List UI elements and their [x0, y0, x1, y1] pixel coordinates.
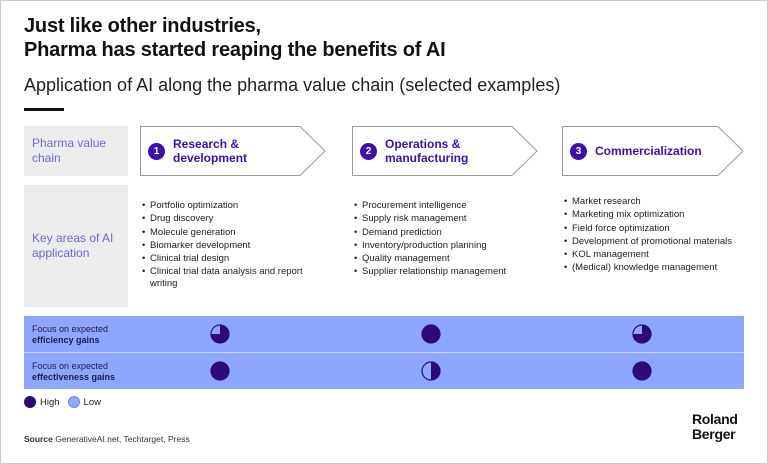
- list-item: Market research: [564, 196, 740, 208]
- list-item: Supplier relationship management: [354, 266, 530, 278]
- harvey-ball-base: [210, 361, 230, 381]
- stage-number-badge: 1: [148, 142, 165, 160]
- stage-operations: 2 Operations & manufacturing: [352, 126, 538, 176]
- list-item: Clinical trial data analysis and report …: [142, 266, 318, 289]
- harvey-ball-fill: [431, 362, 440, 380]
- list-item: Demand prediction: [354, 227, 530, 239]
- roland-berger-logo: Roland Berger: [692, 412, 738, 442]
- list-item: Field force optimization: [564, 223, 740, 235]
- source-note: Source GenerativeAI.net, Techtarget, Pre…: [24, 434, 190, 444]
- harvey-ball-icon: [421, 324, 441, 344]
- chevron-shape: [562, 126, 744, 176]
- efficiency-band-label: Focus on expected efficiency gains: [32, 324, 108, 346]
- harvey-ball-icon: [632, 361, 652, 381]
- efficiency-prefix: Focus on expected: [32, 324, 109, 334]
- title-line-2: Pharma has started reaping the benefits …: [24, 39, 446, 61]
- list-item: Molecule generation: [142, 227, 318, 239]
- legend-low-label: Low: [83, 396, 101, 408]
- key-areas-label: Key areas of AI application: [24, 185, 128, 307]
- effectiveness-bold: effectiveness gains: [32, 372, 116, 382]
- stage-name: Operations & manufacturing: [385, 137, 469, 165]
- source-label: Source: [24, 434, 53, 444]
- list-item: KOL management: [564, 249, 740, 261]
- operations-ai-list: Procurement intelligence Supply risk man…: [354, 200, 530, 280]
- legend-high: High: [24, 396, 60, 408]
- chevron-shape: [352, 126, 538, 176]
- legend: High Low: [24, 396, 109, 408]
- efficiency-band: Focus on expected efficiency gains: [24, 316, 744, 352]
- effectiveness-prefix: Focus on expected: [32, 361, 109, 371]
- stage-number-badge: 2: [360, 142, 377, 160]
- stage-commercialization: 3 Commercialization: [562, 126, 744, 176]
- list-item: Procurement intelligence: [354, 200, 530, 212]
- effectiveness-band: Focus on expected effectiveness gains: [24, 353, 744, 389]
- harvey-ball-icon: [632, 324, 652, 344]
- list-item: Portfolio optimization: [142, 200, 318, 212]
- legend-low: Low: [67, 396, 101, 408]
- commercialization-ai-list: Market research Marketing mix optimizati…: [564, 196, 740, 276]
- page-title: Just like other industries, Pharma has s…: [24, 14, 446, 62]
- harvey-ball-fill: [633, 325, 651, 343]
- efficiency-bold: efficiency gains: [32, 335, 100, 345]
- list-item: Development of promotional materials: [564, 236, 740, 248]
- stage-research: 1 Research & development: [140, 126, 326, 176]
- harvey-ball-icon: [210, 361, 230, 381]
- harvey-ball-icon: [210, 324, 230, 344]
- page-subtitle: Application of AI along the pharma value…: [24, 75, 561, 95]
- list-item: Clinical trial design: [142, 253, 318, 265]
- stage-name: Research & development: [173, 137, 248, 165]
- list-item: Supply risk management: [354, 213, 530, 225]
- low-dot-icon: [67, 396, 80, 408]
- effectiveness-band-label: Focus on expected effectiveness gains: [32, 361, 115, 383]
- legend-high-label: High: [40, 396, 60, 408]
- list-item: Inventory/production planning: [354, 240, 530, 252]
- value-chain-label: Pharma value chain: [24, 126, 128, 176]
- title-line-1: Just like other industries,: [24, 15, 261, 37]
- research-ai-list: Portfolio optimization Drug discovery Mo…: [142, 200, 318, 291]
- logo-line-2: Berger: [692, 426, 736, 442]
- high-dot-icon: [24, 396, 36, 408]
- harvey-ball-base: [421, 324, 441, 344]
- list-item: (Medical) knowledge management: [564, 262, 740, 274]
- harvey-ball-fill: [211, 325, 229, 343]
- list-item: Drug discovery: [142, 213, 318, 225]
- list-item: Quality management: [354, 253, 530, 265]
- harvey-ball-base: [632, 361, 652, 381]
- list-item: Marketing mix optimization: [564, 209, 740, 221]
- logo-line-1: Roland: [692, 411, 738, 427]
- list-item: Biomarker development: [142, 240, 318, 252]
- title-rule: [24, 108, 64, 111]
- band-divider: [24, 352, 744, 353]
- source-text: GenerativeAI.net, Techtarget, Press: [55, 434, 190, 444]
- harvey-ball-icon: [421, 361, 441, 381]
- stage-number-badge: 3: [570, 142, 587, 160]
- stage-name: Commercialization: [595, 144, 702, 158]
- chevron-shape: [140, 126, 326, 176]
